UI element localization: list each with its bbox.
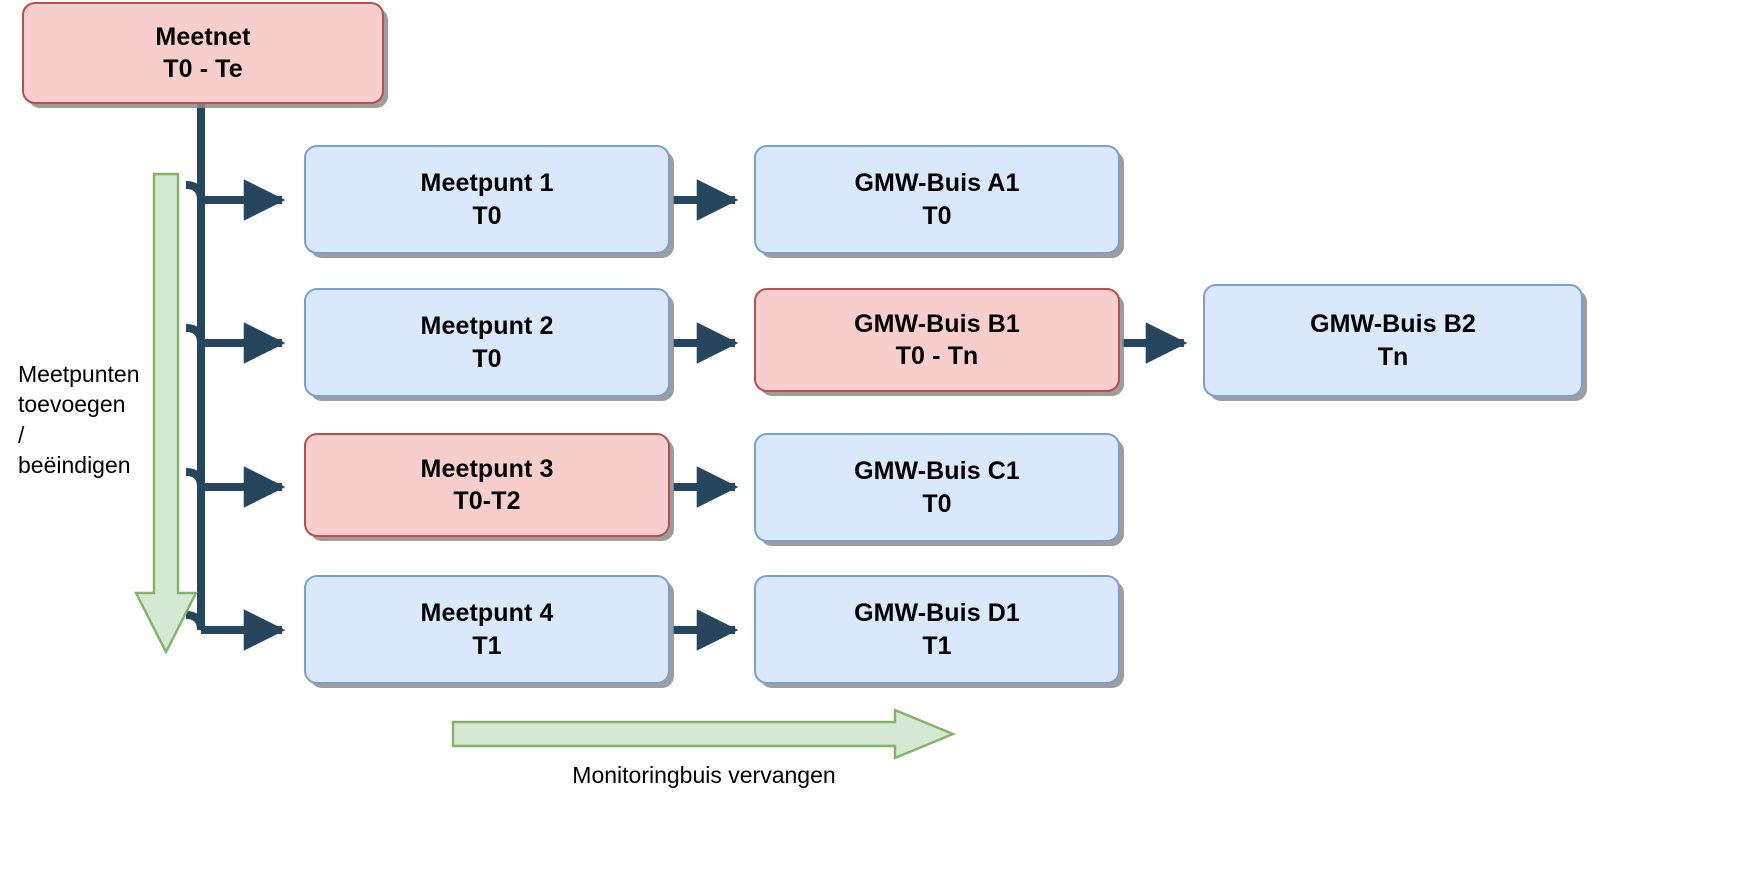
node-meetpunt-3[interactable]: Meetpunt 3 T0-T2 bbox=[304, 433, 670, 537]
node-gmw-buis-b2-line1: GMW-Buis B2 bbox=[1310, 310, 1476, 338]
node-gmw-buis-b1[interactable]: GMW-Buis B1 T0 - Tn bbox=[754, 288, 1120, 392]
node-gmw-buis-d1-line1: GMW-Buis D1 bbox=[854, 599, 1020, 627]
node-meetpunt-4[interactable]: Meetpunt 4 T1 bbox=[304, 575, 670, 684]
node-meetpunt-1[interactable]: Meetpunt 1 T0 bbox=[304, 145, 670, 254]
node-meetpunt-2-line1: Meetpunt 2 bbox=[420, 312, 554, 340]
node-meetpunt-3-line1: Meetpunt 3 bbox=[420, 454, 554, 483]
node-gmw-buis-d1[interactable]: GMW-Buis D1 T1 bbox=[754, 575, 1120, 684]
node-meetnet[interactable]: Meetnet T0 - Te bbox=[22, 2, 384, 104]
node-meetpunt-4-line1: Meetpunt 4 bbox=[420, 599, 554, 627]
node-gmw-buis-a1[interactable]: GMW-Buis A1 T0 bbox=[754, 145, 1120, 254]
node-gmw-buis-b1-line2: T0 - Tn bbox=[895, 342, 979, 370]
monitoringbuis-green-arrow bbox=[451, 708, 957, 760]
node-meetnet-line1: Meetnet bbox=[155, 22, 251, 51]
node-gmw-buis-c1-line2: T0 bbox=[922, 489, 952, 518]
node-meetpunt-3-line2: T0-T2 bbox=[453, 487, 521, 515]
node-meetpunt-1-line1: Meetpunt 1 bbox=[420, 169, 554, 197]
node-meetpunt-2[interactable]: Meetpunt 2 T0 bbox=[304, 288, 670, 397]
monitoringbuis-arrow-label: Monitoringbuis vervangen bbox=[572, 762, 836, 788]
node-meetnet-line2: T0 - Te bbox=[163, 55, 243, 83]
node-gmw-buis-a1-line2: T0 bbox=[922, 201, 952, 230]
node-gmw-buis-b2-line2: Tn bbox=[1377, 342, 1409, 371]
meetpunten-green-arrow bbox=[134, 172, 198, 655]
node-meetpunt-4-line2: T1 bbox=[472, 631, 502, 660]
node-gmw-buis-b1-line1: GMW-Buis B1 bbox=[854, 309, 1020, 338]
node-gmw-buis-d1-line2: T1 bbox=[922, 631, 952, 660]
meetpunten-arrow-label: Meetpunten toevoegen / beëindigen bbox=[18, 361, 140, 479]
node-gmw-buis-c1-line1: GMW-Buis C1 bbox=[854, 457, 1020, 485]
node-meetpunt-2-line2: T0 bbox=[472, 344, 502, 373]
node-gmw-buis-b2[interactable]: GMW-Buis B2 Tn bbox=[1203, 284, 1583, 397]
node-gmw-buis-c1[interactable]: GMW-Buis C1 T0 bbox=[754, 433, 1120, 542]
node-meetpunt-1-line2: T0 bbox=[472, 201, 502, 230]
node-gmw-buis-a1-line1: GMW-Buis A1 bbox=[854, 169, 1020, 197]
